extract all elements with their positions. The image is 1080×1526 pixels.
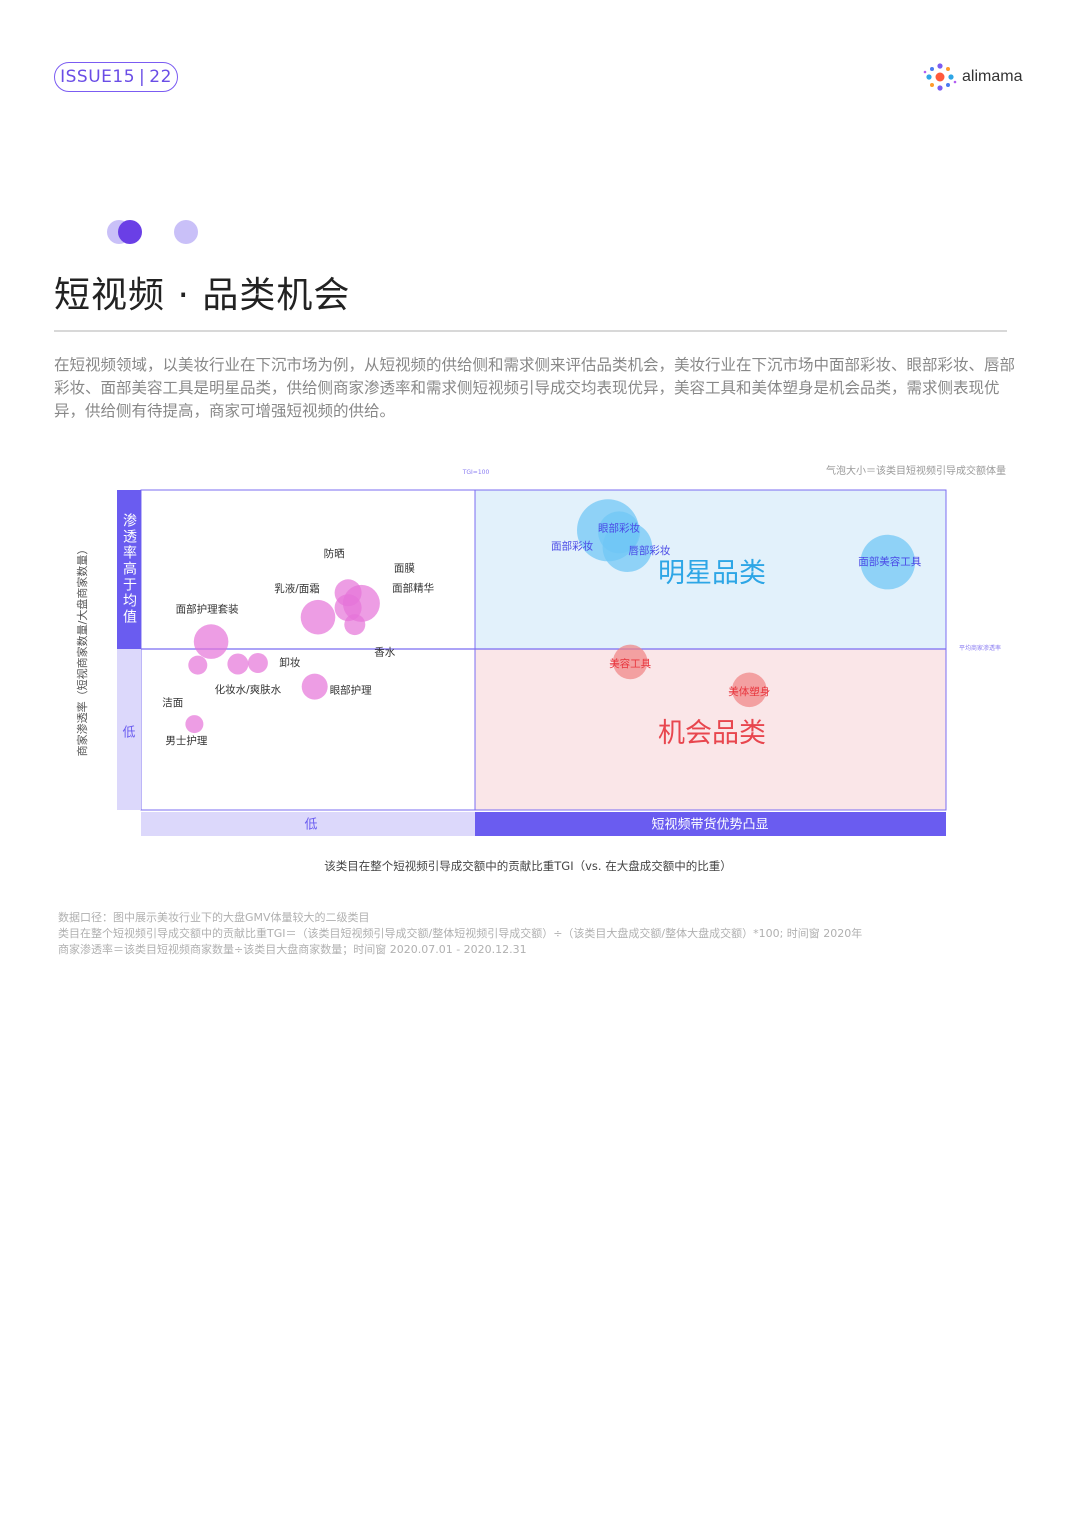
decorative-dots-icon <box>107 220 198 244</box>
y-band-low-label: 低 <box>122 726 135 741</box>
bubble <box>247 653 268 673</box>
bubble-label: 香水 <box>374 647 395 659</box>
y-band-low <box>117 649 141 810</box>
logo-text: alimama <box>962 68 1023 85</box>
note-line: 数据口径：图中展示美妆行业下的大盘GMV体量较大的二级类目 <box>58 911 370 924</box>
bubble-label: 面部美容工具 <box>858 555 921 568</box>
page-number: 22 <box>149 67 172 87</box>
bubble-size-note: 气泡大小＝该类目短视频引导成交额体量 <box>826 464 1006 477</box>
opportunity-quadrant <box>474 648 947 811</box>
y-band-high-label: 渗透率高于均值 <box>121 513 137 625</box>
bubble-label: 面部彩妆 <box>551 539 593 552</box>
x-band-high-label: 短视频带货优势凸显 <box>651 817 768 833</box>
bubble <box>185 715 204 734</box>
bubble-layer <box>185 499 916 734</box>
note-line: 类目在整个短视频引导成交额中的贡献比重TGI＝（该类目短视频引导成交额/整体短视… <box>58 927 863 940</box>
y-axis-title: 商家渗透率（短视商家数量/大盘商家数量） <box>75 544 89 757</box>
bubble-label: 眼部护理 <box>330 684 372 697</box>
bubble-label: 卸妆 <box>279 656 300 669</box>
x-axis-title: 该类目在整个短视频引导成交额中的贡献比重TGI（vs. 在大盘成交额中的比重） <box>324 859 731 873</box>
tgi-ref-label: TGI=100 <box>462 469 490 476</box>
bubble <box>598 511 641 554</box>
x-band-high <box>475 812 946 836</box>
intro-paragraph: 在短视频领域，以美妆行业在下沉市场为例，从短视频的供给侧和需求侧来评估品类机会，… <box>54 356 1016 420</box>
bubble-label: 美容工具 <box>609 657 651 670</box>
bubble <box>612 644 648 680</box>
bubble-label: 美体塑身 <box>728 685 770 698</box>
x-band-low <box>141 812 475 836</box>
bubble <box>732 672 767 708</box>
issue-label: ISSUE15 <box>60 67 136 87</box>
bubble-label: 面部护理套装 <box>176 603 239 616</box>
bubble-label: 防晒 <box>324 547 345 560</box>
page-title: 短视频 · 品类机会 <box>54 275 351 316</box>
issue-separator: | <box>139 67 146 87</box>
bubble-label: 乳液/面霜 <box>274 582 320 595</box>
bubble-label: 面部精华 <box>392 582 434 595</box>
logo-mark-icon <box>923 63 957 91</box>
bubble <box>301 673 328 700</box>
title-divider <box>54 330 1007 332</box>
bubble-label: 眼部彩妆 <box>598 521 640 534</box>
star-quadrant-title: 明星品类 <box>658 558 766 589</box>
note-line: 商家渗透率＝该类目短视频商家数量÷该类目大盘商家数量；时间窗 2020.07.0… <box>58 943 527 956</box>
y-band-high <box>117 490 141 649</box>
bubble <box>344 614 366 636</box>
source-notes: 数据口径：图中展示美妆行业下的大盘GMV体量较大的二级类目 类目在整个短视频引导… <box>58 910 1018 958</box>
bubble-label: 唇部彩妆 <box>628 544 670 557</box>
bubble <box>188 655 208 675</box>
category-opportunity-chart: 渗透率高于均值 低 低 短视频带货优势凸显 TGI=100 平均商家渗透率 气泡… <box>75 464 1006 873</box>
x-band-low-label: 低 <box>304 818 317 833</box>
issue-badge: ISSUE15 | 22 <box>54 62 178 92</box>
alimama-logo: alimama <box>922 60 1022 94</box>
bubble-label: 洁面 <box>162 696 183 709</box>
bubble <box>300 599 336 635</box>
opportunity-quadrant-title: 机会品类 <box>658 718 766 749</box>
bubble-label: 面膜 <box>394 562 415 574</box>
bubble-label: 男士护理 <box>165 734 207 747</box>
avg-penetration-label: 平均商家渗透率 <box>959 644 1001 652</box>
bubble <box>193 624 229 659</box>
bubble <box>227 653 249 675</box>
bubble <box>860 534 916 590</box>
bubble-label: 化妆水/爽肤水 <box>215 683 282 696</box>
